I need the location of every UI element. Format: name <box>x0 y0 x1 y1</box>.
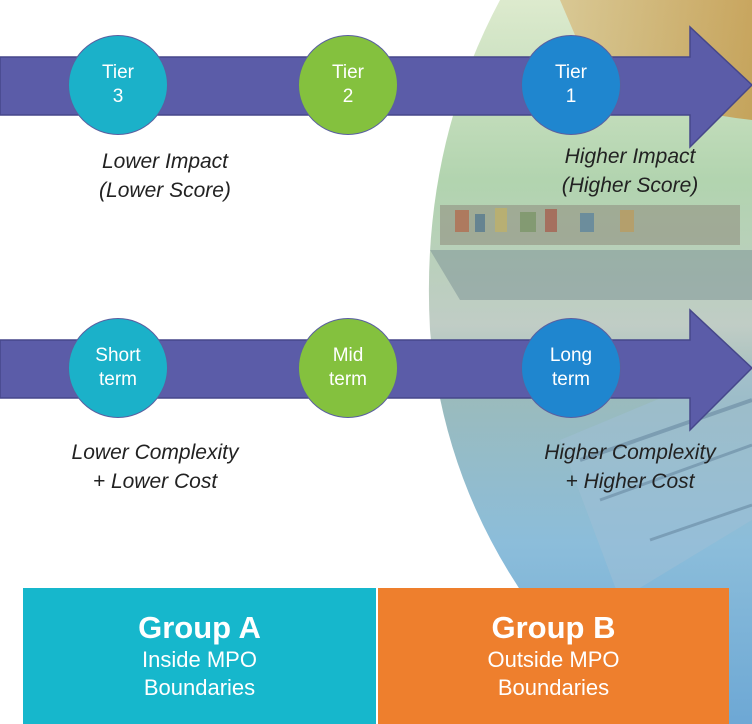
group-a-line2: Boundaries <box>143 675 256 700</box>
mid-term-line1: Mid <box>332 345 364 366</box>
higher-complexity-label: Higher Complexity + Higher Cost <box>515 438 745 496</box>
short-term-line1: Short <box>95 345 141 366</box>
higher-impact-text: Higher Impact <box>564 145 696 168</box>
group-b-title: Group B <box>491 610 616 645</box>
higher-complexity-text: Higher Complexity <box>544 441 716 464</box>
higher-score-text: (Higher Score) <box>561 174 699 197</box>
lower-impact-text: Lower Impact <box>101 150 229 173</box>
tier-1-circle: Tier 1 <box>521 35 621 135</box>
group-b-line1: Outside MPO <box>487 647 620 672</box>
group-a-box: Group A Inside MPO Boundaries <box>23 588 376 724</box>
lower-cost-text: + Lower Cost <box>92 470 218 493</box>
tier-3-label: Tier <box>101 62 135 83</box>
long-term-line2: term <box>552 369 590 390</box>
short-term-circle: Short term <box>68 318 168 418</box>
lower-complexity-label: Lower Complexity + Lower Cost <box>40 438 270 496</box>
short-term-line2: term <box>99 369 137 390</box>
tier-2-label: Tier <box>331 62 365 83</box>
mid-term-circle: Mid term <box>298 318 398 418</box>
lower-score-text: (Lower Score) <box>99 179 231 202</box>
tier-3-circle: Tier 3 <box>68 35 168 135</box>
tier-1-number: 1 <box>565 86 577 107</box>
group-b-box: Group B Outside MPO Boundaries <box>378 588 729 724</box>
tier-2-circle: Tier 2 <box>298 35 398 135</box>
tier-1-label: Tier <box>554 62 588 83</box>
mid-term-line2: term <box>329 369 367 390</box>
group-a-line1: Inside MPO <box>142 647 257 672</box>
tier-3-number: 3 <box>112 86 124 107</box>
higher-impact-label: Higher Impact (Higher Score) <box>530 142 730 200</box>
higher-cost-text: + Higher Cost <box>565 470 695 493</box>
group-b-line2: Boundaries <box>497 675 610 700</box>
group-a-title: Group A <box>138 610 261 645</box>
long-term-circle: Long term <box>521 318 621 418</box>
tier-2-number: 2 <box>342 86 354 107</box>
lower-complexity-text: Lower Complexity <box>71 441 239 464</box>
long-term-line1: Long <box>549 345 593 366</box>
lower-impact-label: Lower Impact (Lower Score) <box>55 147 275 205</box>
